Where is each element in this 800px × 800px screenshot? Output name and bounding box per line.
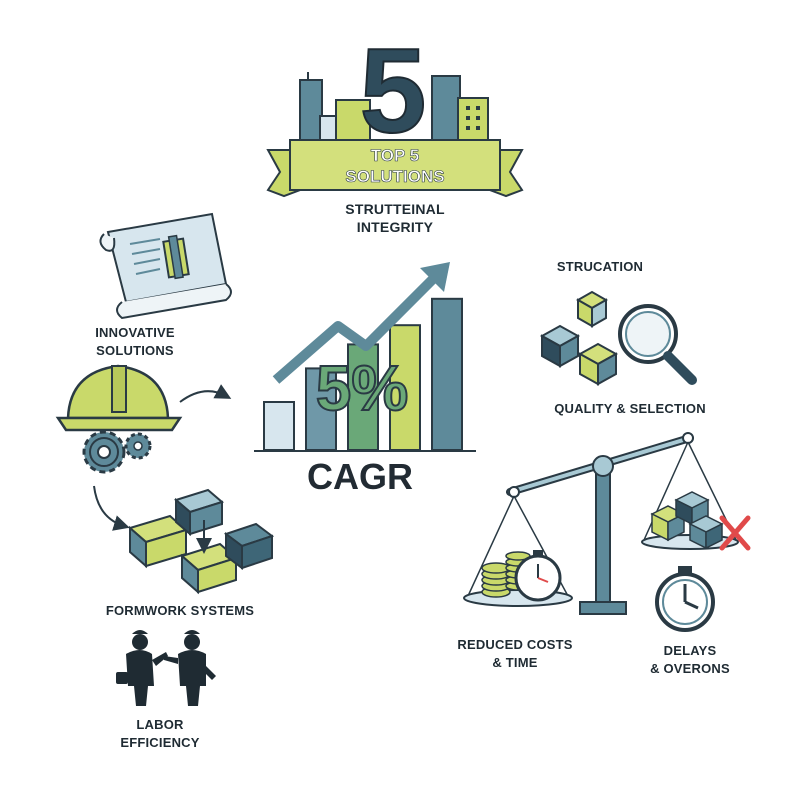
red-x-icon	[719, 515, 751, 551]
percent-figure: 5%	[316, 352, 409, 424]
blueprint-scroll-icon	[99, 212, 232, 320]
ribbon-banner	[266, 139, 524, 198]
bar-4	[389, 324, 421, 452]
formwork-blocks-icon	[127, 488, 275, 595]
cubes-icon	[539, 290, 619, 386]
quality-selection-label: QUALITY & SELECTION	[554, 401, 706, 416]
integrity-caption: STRUTTEINAL INTEGRITY	[345, 201, 445, 235]
ribbon-line-1: TOP 5	[371, 146, 420, 165]
workers-icon	[116, 630, 216, 706]
formwork-systems-label: FORMWORK SYSTEMS	[105, 603, 255, 618]
hard-hat-icon	[55, 364, 183, 432]
strucation-label: STRUCATION	[556, 259, 644, 274]
bar-5	[431, 297, 463, 451]
big-number-five: 5	[360, 24, 427, 158]
coins-stack-icon	[481, 551, 531, 598]
labor-efficiency-label: LABOR EFFICIENCY	[120, 717, 200, 750]
innovative-solutions-label: INNOVATIVE SOLUTIONS	[95, 325, 175, 358]
delay-stopwatch-icon	[655, 566, 715, 632]
growth-arrow-head	[420, 262, 450, 292]
reduced-costs-label: REDUCED COSTS & TIME	[457, 637, 573, 670]
ribbon-line-2: SOLUTIONS	[345, 167, 444, 186]
bar-2	[305, 367, 337, 451]
gear-icon	[82, 430, 152, 474]
growth-trend-arrow	[272, 272, 440, 384]
arrow-to-chart	[179, 384, 232, 403]
arrow-to-formwork	[93, 485, 130, 531]
cagr-label: CAGR	[307, 456, 413, 497]
delays-label: DELAYS & OVERONS	[650, 643, 730, 676]
magnifying-glass-icon	[618, 304, 697, 385]
stopwatch-icon	[514, 550, 562, 602]
bar-1	[263, 401, 295, 451]
cubes-pile-icon	[650, 491, 724, 550]
